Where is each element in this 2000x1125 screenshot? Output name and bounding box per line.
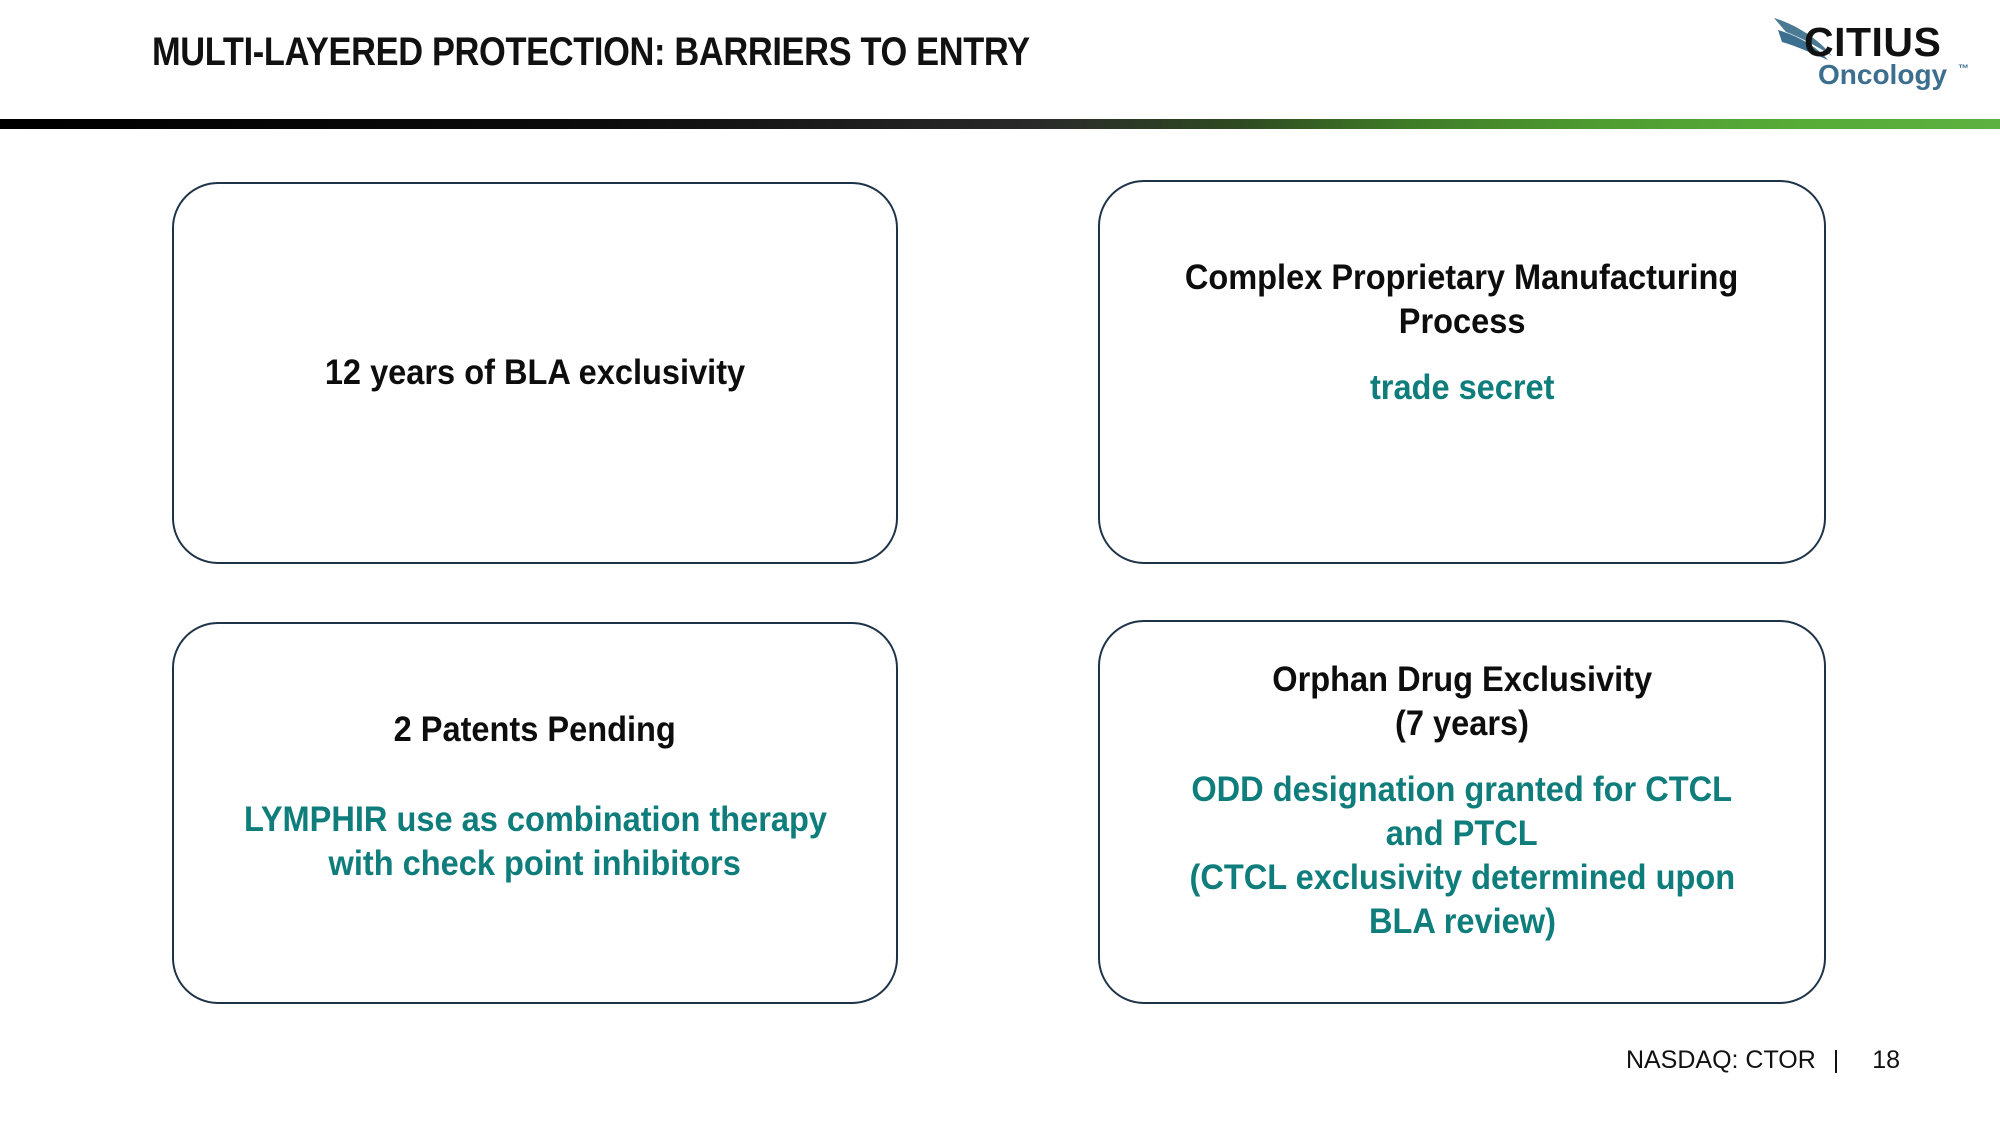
box-bla-exclusivity: 12 years of BLA exclusivity [172, 182, 898, 564]
footer-page-number: 18 [1872, 1046, 1900, 1074]
box-bla-heading: 12 years of BLA exclusivity [324, 352, 746, 392]
header-divider-bar [0, 119, 2000, 129]
box-manufacture-heading-line2: Process [1398, 302, 1526, 342]
box-patents-detail-line2: with check point inhibitors [328, 844, 742, 884]
footer-ticker: NASDAQ: CTOR [1625, 1046, 1816, 1074]
box-patents-pending: 2 Patents Pending LYMPHIR use as combina… [172, 622, 898, 1004]
page-title: MULTI-LAYERED PROTECTION: BARRIERS TO EN… [152, 30, 1030, 74]
box-odd-detail-line3: (CTCL exclusivity determined upon [1189, 858, 1735, 898]
box-manufacture-heading-line1: Complex Proprietary Manufacturing [1185, 258, 1739, 297]
box-manufacturing-process: Complex Proprietary Manufacturing Proces… [1098, 180, 1826, 564]
box-odd-detail-line2: and PTCL [1386, 814, 1538, 854]
box-odd-heading-line2: (7 years) [1395, 704, 1529, 744]
box-orphan-drug-exclusivity: Orphan Drug Exclusivity (7 years) ODD de… [1098, 620, 1826, 1004]
box-odd-detail-line1: ODD designation granted for CTCL [1191, 770, 1733, 810]
logo-subtitle: Oncology [1818, 59, 1948, 90]
footer-separator: | [1832, 1046, 1840, 1074]
logo-wordmark: CITIUS [1804, 19, 1941, 65]
box-odd-heading-line1: Orphan Drug Exclusivity [1272, 660, 1652, 699]
box-patents-detail-line1: LYMPHIR use as combination therapy [243, 800, 827, 840]
box-manufacture-detail: trade secret [1369, 368, 1555, 408]
logo-trademark: ™ [1958, 63, 1969, 75]
citius-oncology-logo: CITIUS Oncology ™ [1772, 14, 1972, 90]
slide-footer: NASDAQ: CTOR | 18 [1626, 1046, 1900, 1075]
swoosh-icon [1774, 18, 1832, 60]
box-odd-detail-line4: BLA review) [1368, 902, 1556, 942]
box-patents-heading: 2 Patents Pending [393, 710, 677, 749]
